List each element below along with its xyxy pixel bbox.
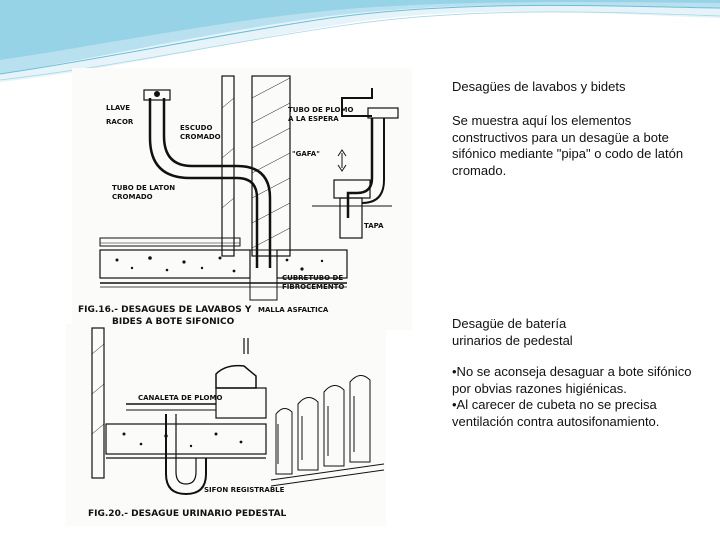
section-bottom-heading-line1: Desagüe de batería (452, 316, 567, 331)
lavabo-drain-sketch: LLAVE RACOR TUBO DE PLOMO A LA ESPERA ES… (72, 68, 412, 330)
label-sifon: SIFON REGISTRABLE (204, 486, 285, 494)
figure-caption-line2: BIDES A BOTE SIFONICO (112, 317, 235, 327)
label-tubo-plomo-2: A LA ESPERA (288, 115, 339, 123)
figure-caption-line1: FIG.16.- DESAGUES DE LAVABOS Y (78, 305, 252, 315)
section-bottom-heading: Desagüe de batería urinarios de pedestal (452, 316, 692, 349)
urinal-drain-drawing: CANALETA DE PLOMO SIFON REGISTRABLE FIG.… (88, 327, 385, 519)
bullet-item: •Al carecer de cubeta no se precisa vent… (452, 397, 660, 429)
section-bottom-heading-line2: urinarios de pedestal (452, 332, 573, 348)
label-cubretubo: CUBRETUBO DE (282, 274, 343, 282)
urinal-drain-sketch: CANALETA DE PLOMO SIFON REGISTRABLE FIG.… (66, 324, 386, 526)
label-escudo: ESCUDO (180, 124, 212, 132)
label-cubretubo-2: FIBROCEMENTO (282, 283, 344, 291)
label-tubo-laton-2: CROMADO (112, 193, 153, 201)
section-top-body: Se muestra aquí los elementos constructi… (452, 113, 684, 178)
label-tubo-plomo: TUBO DE PLOMO (288, 106, 353, 114)
label-tubo-laton: TUBO DE LATON (112, 184, 175, 192)
header-wave-decoration (0, 0, 720, 82)
label-gafa: "GAFA" (292, 150, 320, 158)
label-llave: LLAVE (106, 104, 130, 112)
bullet-item: •No se aconseja desaguar a bote sifónico… (452, 364, 692, 396)
section-bottom-bullets: •No se aconseja desaguar a bote sifónico… (452, 364, 692, 430)
section-top-heading: Desagües de lavabos y bidets (452, 79, 626, 94)
label-racor: RACOR (106, 118, 134, 126)
lavabo-drain-drawing: LLAVE RACOR TUBO DE PLOMO A LA ESPERA ES… (78, 75, 399, 327)
label-canaleta: CANALETA DE PLOMO (138, 394, 222, 402)
label-tapa: TAPA (364, 222, 384, 230)
label-malla: MALLA ASFALTICA (258, 306, 329, 314)
figure-caption-bottom: FIG.20.- DESAGUE URINARIO PEDESTAL (88, 509, 287, 519)
label-cromado: CROMADO (180, 133, 221, 141)
